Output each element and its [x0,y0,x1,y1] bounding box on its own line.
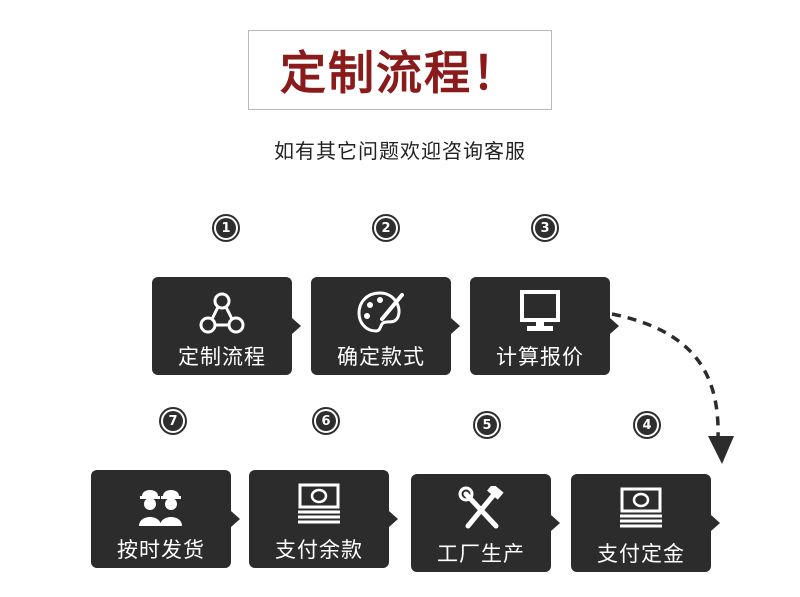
hammer-wrench-tools-icon [458,486,504,529]
step-label-2: 确定款式 [337,345,425,369]
step-number-6: 6 [312,407,340,435]
step-number-6-text: 6 [316,411,336,431]
card-arrow-tip [389,511,398,527]
palette-brush-icon [357,291,404,333]
page-title: 定制流程！ [280,46,520,100]
step-number-5: 5 [473,411,501,439]
card-arrow-tip [231,511,240,527]
step-number-3: 3 [531,214,559,242]
step-number-4: 4 [633,411,661,439]
subtitle: 如有其它问题欢迎咨询客服 [274,139,526,163]
card-arrow-tip [711,515,720,531]
step-card-6: 支付余款 [249,470,398,568]
step-label-1: 定制流程 [178,345,266,369]
computer-monitor-icon [520,290,560,331]
step-card-4: 支付定金 [571,474,720,572]
workers-hardhat-icon [139,490,182,526]
card-arrow-tip [551,515,560,531]
step-card-1: 定制流程 [152,277,301,375]
step-number-5-text: 5 [477,415,497,435]
step-number-1-text: 1 [216,218,236,238]
step-card-5: 工厂生产 [411,474,560,572]
step-card-2: 确定款式 [311,277,460,375]
step-label-6: 支付余款 [275,538,363,562]
step-label-7: 按时发货 [117,538,205,562]
step-label-3: 计算报价 [496,345,584,369]
step-card-3: 计算报价 [470,277,619,375]
card-arrow-tip [292,318,301,334]
step-number-7-text: 7 [163,411,183,431]
step-number-1: 1 [212,214,240,242]
step-number-2: 2 [372,214,400,242]
step-number-4-text: 4 [637,415,657,435]
title-frame: 定制流程！ [248,30,552,110]
banknote-stack-icon [298,483,340,524]
step-number-2-text: 2 [376,218,396,238]
card-arrow-tip [610,318,619,334]
step-number-3-text: 3 [535,218,555,238]
card-arrow-tip [451,318,460,334]
banknote-stack-icon [620,487,662,528]
step-number-7: 7 [159,407,187,435]
step-label-4: 支付定金 [597,542,685,566]
step-label-5: 工厂生产 [437,542,525,566]
share-network-icon [199,292,245,334]
step-card-7: 按时发货 [91,470,240,568]
